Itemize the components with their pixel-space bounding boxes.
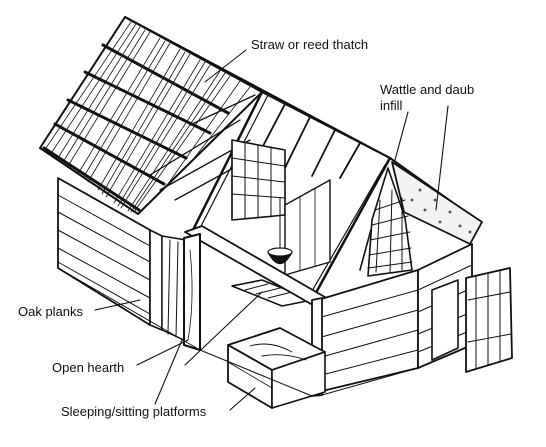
right-front-wall [311,243,513,397]
label-open-hearth: Open hearth [52,360,125,375]
ground-lines [57,267,419,397]
cauldron [267,197,293,265]
left-wall [57,177,201,351]
label-wattle-daub-line2: infill [380,98,403,113]
leader-lines [94,49,449,411]
thatch-roof [39,16,263,215]
wattle-daub-panel [367,167,413,277]
label-platforms: Sleeping/sitting platforms [61,404,207,419]
label-wattle-daub-line1: Wattle and daub [380,82,475,97]
sleeping-platform [227,327,326,409]
label-thatch: Straw or reed thatch [251,37,369,52]
back-wall [231,139,331,276]
label-oak-planks: Oak planks [18,304,84,319]
